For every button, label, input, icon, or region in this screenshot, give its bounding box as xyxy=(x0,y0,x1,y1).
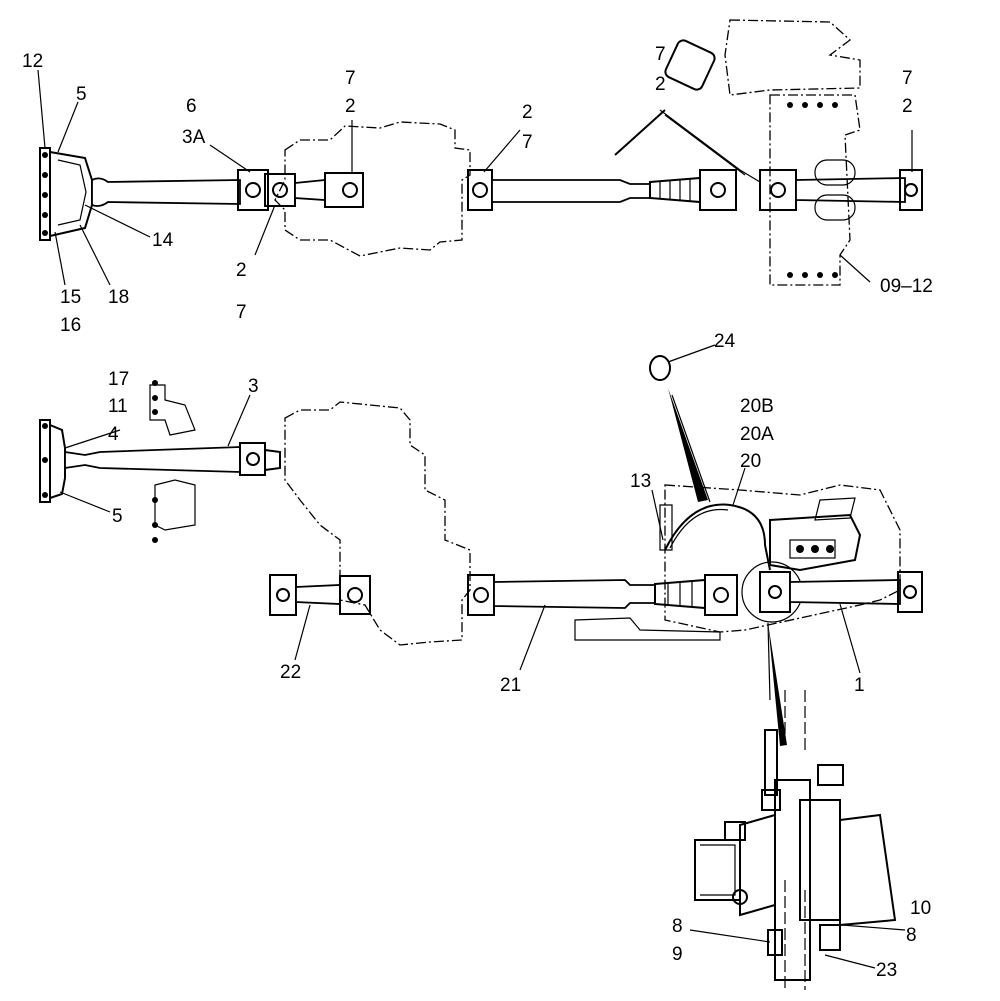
callout-7: 7 xyxy=(345,68,356,89)
bottom-guard-brackets xyxy=(149,380,196,543)
detail-view: 10 8 9 8 23 xyxy=(672,690,931,990)
top-flange-plate xyxy=(39,147,93,241)
callout-16: 16 xyxy=(60,315,81,336)
sensor-detail xyxy=(694,729,897,981)
clip-24-icon xyxy=(649,344,716,381)
top-middle-shaft xyxy=(467,169,923,211)
stub-shaft-22 xyxy=(269,574,371,616)
callout-6: 6 xyxy=(186,96,197,117)
callout-1: 1 xyxy=(854,675,865,696)
callout-9: 9 xyxy=(672,944,683,965)
mount-plate-holes xyxy=(787,102,838,278)
callout-4: 4 xyxy=(108,424,119,445)
callout-5: 5 xyxy=(76,84,87,105)
callout-17: 17 xyxy=(108,369,129,390)
callout-24: 24 xyxy=(714,331,736,352)
top-leader-lines xyxy=(37,69,913,286)
top-drive-shaft xyxy=(91,169,364,211)
callout-2: 2 xyxy=(902,96,913,117)
top-frame-bracket xyxy=(724,19,861,96)
bottom-leader-lines xyxy=(59,394,861,674)
top-speed-sensor xyxy=(614,39,761,183)
callout-7: 7 xyxy=(655,44,666,65)
callout-23: 23 xyxy=(876,960,897,981)
callout-8: 8 xyxy=(906,925,917,946)
callout-21: 21 xyxy=(500,675,521,696)
callout-09-12: 09–12 xyxy=(880,276,933,297)
callout-3: 3 xyxy=(248,376,259,397)
callout-12: 12 xyxy=(22,51,43,72)
callout-3A: 3A xyxy=(182,127,206,148)
top-mount-plate xyxy=(769,94,861,286)
bottom-assembly: 17 11 3 4 5 24 20B 20A 20 13 22 21 1 xyxy=(39,331,923,746)
callout-20A: 20A xyxy=(740,424,774,445)
callout-14: 14 xyxy=(152,230,174,251)
clip-arrow xyxy=(668,388,708,502)
callout-2: 2 xyxy=(345,96,356,117)
harness-cable-20 xyxy=(664,503,771,571)
callout-2: 2 xyxy=(522,102,533,123)
callout-20B: 20B xyxy=(740,396,774,417)
callout-20: 20 xyxy=(740,451,761,472)
detail-arrow xyxy=(768,623,787,746)
callout-13: 13 xyxy=(630,471,651,492)
bottom-mount-plate xyxy=(664,484,901,633)
top-assembly: 12 5 6 3A 7 2 2 7 7 2 7 2 14 15 16 18 2 … xyxy=(22,19,933,336)
callout-11: 11 xyxy=(108,396,128,417)
callout-7: 7 xyxy=(236,302,247,323)
callout-18: 18 xyxy=(108,287,129,308)
callout-7: 7 xyxy=(522,132,533,153)
bracket-13 xyxy=(659,504,673,551)
callout-2: 2 xyxy=(236,260,247,281)
top-transmission-outline xyxy=(274,121,471,257)
bottom-flange-plate xyxy=(39,419,66,503)
detail-leader-lines xyxy=(689,924,906,969)
callout-7: 7 xyxy=(902,68,913,89)
bottom-transmission-outline xyxy=(284,401,471,646)
callout-5: 5 xyxy=(112,506,123,527)
callout-8: 8 xyxy=(672,916,683,937)
callout-22: 22 xyxy=(280,662,301,683)
lower-support-rail xyxy=(574,617,721,641)
callout-2: 2 xyxy=(655,74,666,95)
bottom-upper-shaft xyxy=(64,442,281,476)
callout-10: 10 xyxy=(910,898,931,919)
lower-drive-shaft xyxy=(467,561,923,623)
bottom-sensor-block xyxy=(769,497,862,572)
callout-15: 15 xyxy=(60,287,81,308)
